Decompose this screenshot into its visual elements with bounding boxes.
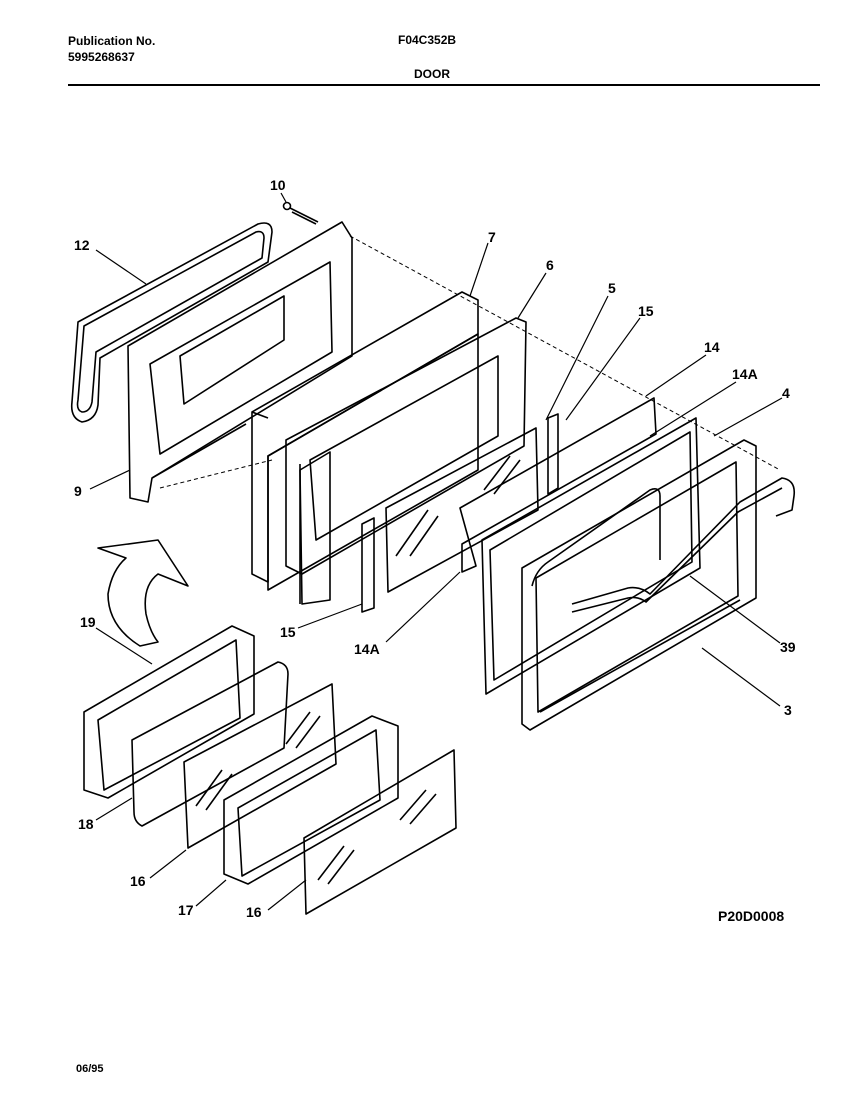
drawing-code: P20D0008 <box>718 908 785 924</box>
gasket-part-18 <box>132 662 288 826</box>
glass-frame-part-19 <box>84 626 254 798</box>
glass-part-16-lower <box>304 750 456 914</box>
callout-9: 9 <box>74 483 82 499</box>
glass-frame-part-17 <box>224 716 398 884</box>
callout-15-top: 15 <box>638 303 654 319</box>
callout-17: 17 <box>178 902 194 918</box>
callout-15-bottom: 15 <box>280 624 296 640</box>
alignment-lines <box>160 236 780 488</box>
callout-10: 10 <box>270 177 286 193</box>
callout-12: 12 <box>74 237 90 253</box>
callout-5: 5 <box>608 280 616 296</box>
callout-39: 39 <box>780 639 796 655</box>
glass-pane-14 <box>386 428 538 592</box>
callout-3: 3 <box>784 702 792 718</box>
model-number: F04C352B <box>398 33 457 47</box>
insulation-part-14a <box>460 398 656 572</box>
screw-part-10 <box>282 201 319 225</box>
glass-part-16-upper <box>184 684 336 848</box>
header-rule <box>68 84 820 86</box>
section-title: DOOR <box>414 67 450 81</box>
door-handle-part-39 <box>572 478 794 612</box>
callout-19: 19 <box>80 614 96 630</box>
callout-4: 4 <box>782 385 790 401</box>
assembly-arrow <box>98 540 188 646</box>
callout-18: 18 <box>78 816 94 832</box>
callout-16-lower: 16 <box>246 904 262 920</box>
callout-14: 14 <box>704 339 720 355</box>
callout-16-upper: 16 <box>130 873 146 889</box>
callout-6: 6 <box>546 257 554 273</box>
outer-frame-part-3 <box>522 440 756 730</box>
gasket-part-12 <box>72 223 272 422</box>
publication-label: Publication No. <box>68 34 156 48</box>
callout-14a-top: 14A <box>732 366 758 382</box>
inner-liner-part-9 <box>128 222 352 502</box>
hinge-strips-part-5-15 <box>300 414 558 612</box>
callout-7: 7 <box>488 229 496 245</box>
revision-date: 06/95 <box>76 1063 104 1075</box>
callout-14a-bottom: 14A <box>354 641 380 657</box>
leader-lines <box>90 193 782 910</box>
publication-number: 5995268637 <box>68 50 135 64</box>
glass-panel-part-4 <box>482 418 700 694</box>
